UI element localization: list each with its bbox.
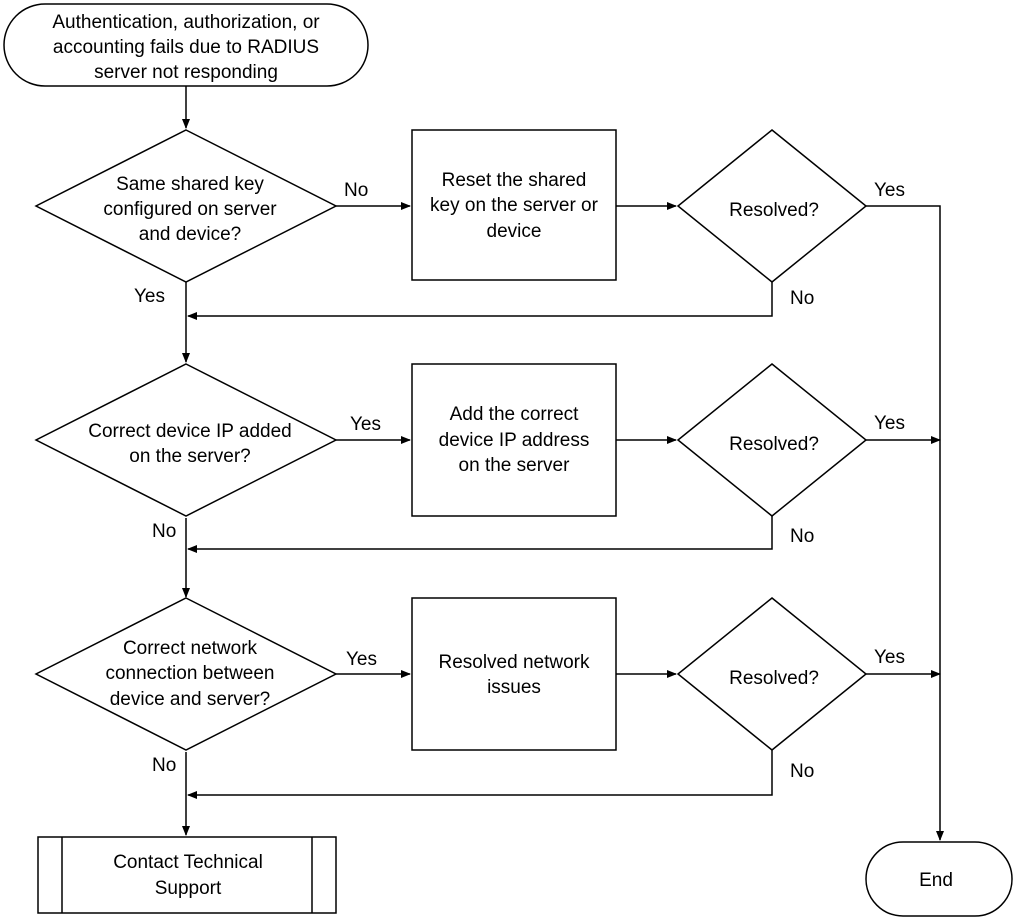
resolved1-label: Resolved? <box>729 200 819 221</box>
decision3-line-2: connection between <box>105 663 274 684</box>
resolved3-label: Resolved? <box>729 668 819 689</box>
label-d3-yes: Yes <box>346 649 377 670</box>
edge-labels: No Yes Yes No Yes No Yes No Yes No Yes N… <box>134 180 905 782</box>
start-line-3: server not responding <box>94 62 278 83</box>
action1-line-1: Reset the shared <box>442 170 587 191</box>
decision-device-ip: Correct device IP added on the server? <box>34 363 338 517</box>
contact-line-2: Support <box>155 878 222 899</box>
edge-resolved2-no <box>187 516 773 553</box>
label-d1-no: No <box>344 180 368 201</box>
action3-line-2: issues <box>487 677 541 698</box>
connectors <box>182 86 944 841</box>
resolved-check-2: Resolved? <box>676 363 868 517</box>
action2-line-1: Add the correct <box>450 404 580 425</box>
label-d2-yes: Yes <box>350 414 381 435</box>
decision1-line-1: Same shared key <box>116 174 264 195</box>
label-r1-no: No <box>790 288 814 309</box>
label-d3-no: No <box>152 755 176 776</box>
action-add-device-ip: Add the correct device IP address on the… <box>411 363 617 517</box>
start-line-2: accounting fails due to RADIUS <box>53 37 319 58</box>
label-d2-no: No <box>152 521 176 542</box>
action3-line-1: Resolved network <box>438 652 590 673</box>
action-resolve-network: Resolved network issues <box>411 597 617 751</box>
edge-resolved3-no <box>187 750 773 799</box>
resolved-check-1: Resolved? <box>676 129 868 283</box>
decision2-line-2: on the server? <box>129 446 250 467</box>
action1-line-2: key on the server or <box>430 195 599 216</box>
contact-support-process: Contact Technical Support <box>37 836 337 914</box>
label-r3-yes: Yes <box>874 647 905 668</box>
action2-line-2: device IP address <box>439 430 590 451</box>
label-r2-yes: Yes <box>874 413 905 434</box>
action1-line-3: device <box>487 221 542 242</box>
end-label: End <box>919 870 953 891</box>
action-reset-shared-key: Reset the shared key on the server or de… <box>411 129 617 281</box>
decision-network-connection: Correct network connection between devic… <box>34 597 338 751</box>
decision3-line-3: device and server? <box>110 689 271 710</box>
decision1-line-2: configured on server <box>103 199 277 220</box>
label-r2-no: No <box>790 526 814 547</box>
decision3-line-1: Correct network <box>123 638 258 659</box>
decision2-line-1: Correct device IP added <box>88 421 292 442</box>
edge-resolved1-no <box>187 282 773 320</box>
decision-shared-key: Same shared key configured on server and… <box>34 129 338 283</box>
resolved-check-3: Resolved? <box>676 597 868 751</box>
label-r3-no: No <box>790 761 814 782</box>
end-terminator: End <box>865 841 1013 917</box>
contact-line-1: Contact Technical <box>113 852 263 873</box>
action2-line-3: on the server <box>459 455 571 476</box>
resolved2-label: Resolved? <box>729 434 819 455</box>
label-r1-yes: Yes <box>874 180 905 201</box>
edge-resolved1-yes-to-end <box>866 205 944 841</box>
start-line-1: Authentication, authorization, or <box>52 12 320 33</box>
start-terminator: Authentication, authorization, or accoun… <box>3 3 369 87</box>
decision1-line-3: and device? <box>139 224 241 245</box>
label-d1-yes: Yes <box>134 286 165 307</box>
